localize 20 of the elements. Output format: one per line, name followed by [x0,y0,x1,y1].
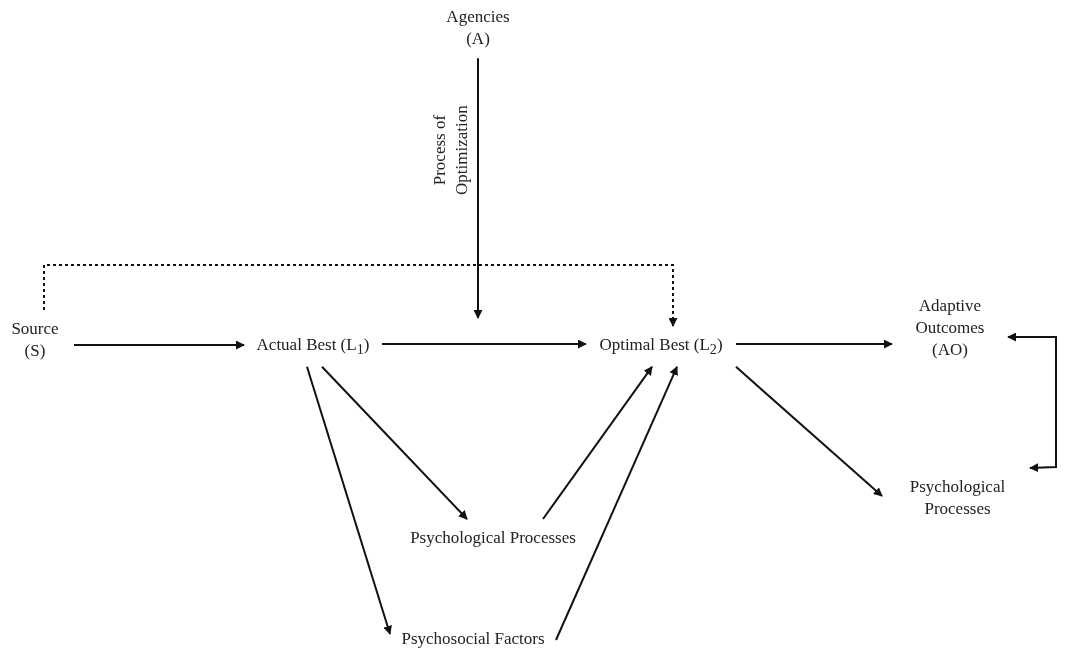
concept-label: Psychological Processes [410,527,576,549]
concept-label: Psychological Processes [908,476,1007,521]
concept-label: Psychosocial Factors [401,628,545,650]
arrow [321,365,468,520]
concept-label: Adaptive Outcomes (AO) [914,295,986,362]
arrow [381,339,587,349]
concept-label: Agencies (A) [445,6,511,51]
arrow [73,340,245,350]
dashed-arrow [43,264,678,327]
concept-label: Optimal Best (L$_{2}$) [599,334,723,359]
arrow [473,57,483,319]
arrow [1007,332,1057,473]
concept-label: Source (S) [10,318,60,363]
arrow [306,365,392,635]
arrow [735,339,893,349]
edge-label: Process of Optimization [428,104,472,197]
arrow [555,365,678,641]
arrow [542,365,653,520]
concept-label: Actual Best (L$_{1}$) [256,334,370,359]
arrow [735,365,883,497]
